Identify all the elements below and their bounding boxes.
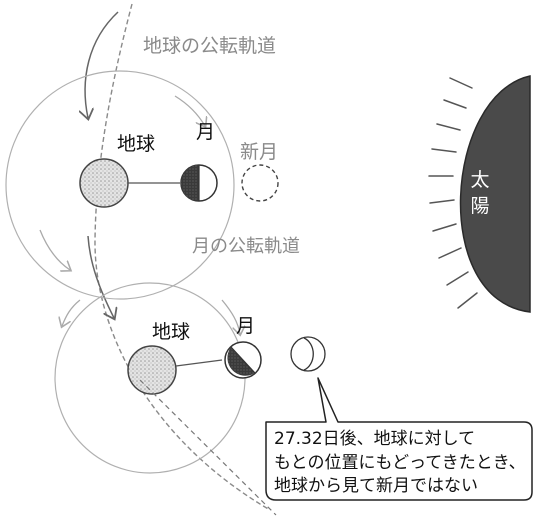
sun-rays — [428, 77, 478, 309]
callout-line-2: もとの位置にもどってきたとき、 — [274, 453, 526, 473]
earth-moon-line-bottom — [175, 359, 223, 367]
sight-line-dashed — [139, 379, 277, 516]
earth-label-bottom: 地球 — [152, 321, 190, 343]
moon-orbit-arrow-top — [174, 95, 205, 126]
callout-line-1: 27.32日後、地球に対して — [274, 429, 475, 449]
earth-orbit-arrow — [85, 11, 119, 118]
earth-orbit-path — [94, 3, 271, 511]
moon-orbit-label: 月の公転軌道 — [192, 236, 300, 257]
moon-orbit-arrow-top-left — [39, 229, 70, 270]
sun-half-disc — [459, 75, 531, 313]
moon-orbit-arrow-bottom-right — [221, 299, 240, 334]
new-moon-circle — [241, 164, 279, 202]
moon-orbit-circle-top — [5, 70, 235, 300]
earth-label-top: 地球 — [117, 133, 155, 155]
earth-bottom — [127, 345, 177, 395]
callout-bubble: 27.32日後、地球に対して もとの位置にもどってきたとき、 地球から見て新月で… — [265, 377, 533, 501]
moon-orbit-arrow-bottom-top — [62, 299, 81, 326]
callout-line-3: 地球から見て新月ではない — [274, 476, 478, 496]
earth-top — [79, 158, 129, 208]
moon-top — [180, 164, 218, 202]
crescent-moon — [290, 336, 326, 372]
moon-label-bottom: 月 — [236, 315, 255, 337]
earth-orbit-label: 地球の公転軌道 — [143, 35, 276, 57]
moon-label-top: 月 — [196, 121, 215, 143]
new-moon-label: 新月 — [240, 141, 278, 163]
sun: 太 陽 — [428, 75, 531, 313]
moon-bottom — [224, 341, 262, 379]
sun-label-2: 陽 — [470, 195, 489, 217]
earth-orbit-arrow-2 — [87, 235, 114, 318]
sun-label-1: 太 — [470, 169, 489, 191]
